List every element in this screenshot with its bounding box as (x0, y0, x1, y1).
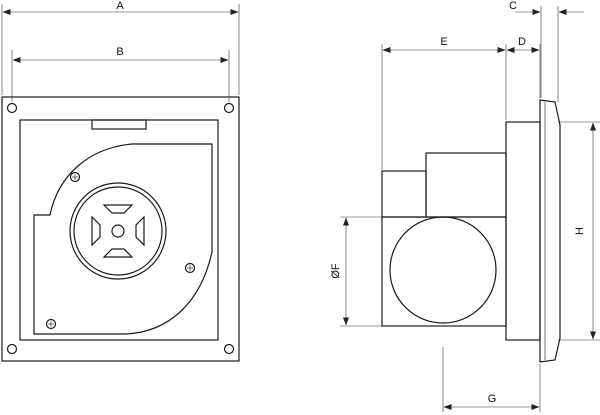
inner-body (19, 119, 219, 341)
motor-block (425, 152, 507, 218)
volute-housing (33, 143, 213, 335)
screw-icon (184, 262, 196, 274)
mounting-hole-icon (6, 102, 18, 114)
side-view: E D C H ØF (330, 0, 600, 412)
dimension-d-label: D (518, 36, 526, 48)
screws (45, 171, 196, 330)
screw-icon (69, 171, 81, 183)
dimension-f-label: ØF (330, 263, 342, 279)
mounting-hole-icon (223, 102, 235, 114)
pin-slot-left (91, 215, 101, 247)
dimension-e (381, 44, 507, 170)
dimension-h (558, 121, 600, 341)
impeller-face (69, 182, 167, 280)
dimension-c (515, 6, 584, 102)
housing-step (381, 170, 427, 218)
pin-slot-bottom (102, 248, 134, 258)
dimension-a-label: A (116, 0, 124, 12)
pin-slot-top (102, 204, 134, 214)
dimension-e-label: E (440, 36, 447, 48)
mounting-hole-icon (223, 343, 235, 355)
mounting-hole-icon (6, 343, 18, 355)
dimension-d (506, 44, 541, 98)
dimension-c-label: C (509, 0, 517, 12)
top-tab (91, 119, 147, 130)
pin-slot-right (135, 215, 145, 247)
dimension-b (11, 50, 230, 102)
dimension-g-label: G (488, 393, 497, 405)
duct-spigot (381, 216, 507, 327)
dimension-b-label: B (116, 46, 123, 58)
dimension-h-label: H (574, 227, 586, 235)
motor-housing-circle (389, 216, 497, 324)
mounting-holes (6, 102, 235, 355)
back-flange (505, 121, 541, 341)
dimension-a (1, 4, 240, 95)
mounting-plate (1, 96, 240, 362)
dimension-f (340, 216, 382, 327)
front-grille (539, 99, 561, 363)
front-view: A B (1, 0, 240, 362)
screw-icon (45, 318, 57, 330)
dimension-g (442, 347, 541, 412)
